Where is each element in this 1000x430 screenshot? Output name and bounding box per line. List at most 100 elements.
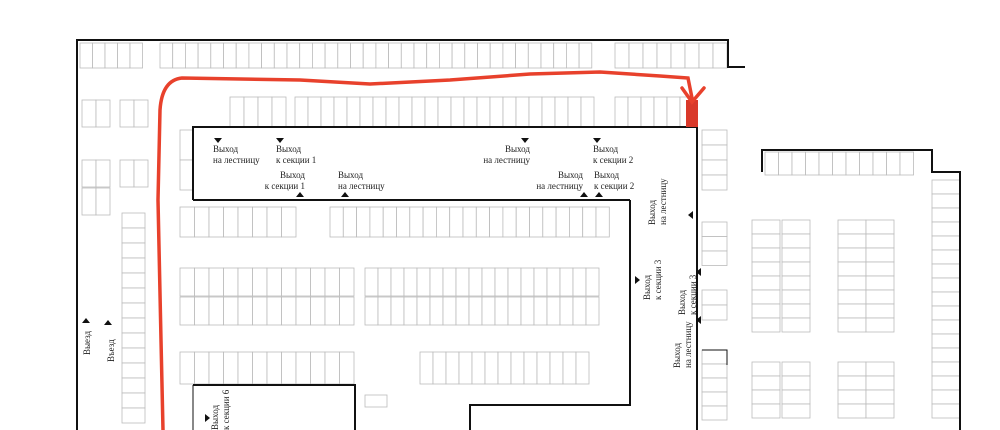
parking-stall[interactable] [701,159,728,176]
parking-stall[interactable] [390,296,405,326]
parking-stall[interactable] [252,296,268,326]
parking-stall[interactable] [818,151,833,176]
parking-stall[interactable] [385,96,400,128]
parking-stall[interactable] [554,96,569,128]
parking-stall[interactable] [257,96,273,128]
parking-stall[interactable] [194,267,210,297]
parking-stall[interactable] [656,42,672,69]
parking-stall[interactable] [442,267,457,297]
parking-stall[interactable] [751,247,781,263]
parking-stall[interactable] [79,42,93,69]
parking-stall[interactable] [931,319,961,335]
parking-stall[interactable] [653,96,668,128]
parking-stall[interactable] [541,96,556,128]
parking-stall[interactable] [542,206,557,238]
parking-stall[interactable] [121,407,146,424]
parking-stall[interactable] [121,302,146,319]
parking-stall[interactable] [553,42,567,69]
parking-stall[interactable] [751,375,781,391]
parking-stall[interactable] [208,206,224,238]
parking-stall[interactable] [781,403,811,419]
parking-stall[interactable] [931,361,961,377]
parking-stall[interactable] [701,304,728,321]
parking-stall[interactable] [104,42,118,69]
parking-stall[interactable] [701,377,728,393]
parking-stall[interactable] [701,363,728,379]
parking-stall[interactable] [133,99,149,128]
parking-stall[interactable] [223,42,237,69]
parking-stall[interactable] [497,351,512,385]
parking-stall[interactable] [865,219,895,235]
parking-stall[interactable] [837,403,867,419]
parking-stall[interactable] [208,351,224,385]
parking-stall[interactable] [248,42,262,69]
parking-stall[interactable] [388,42,402,69]
parking-stall[interactable] [572,267,587,297]
parking-stall[interactable] [435,206,451,238]
parking-stall[interactable] [119,99,135,128]
parking-stall[interactable] [121,317,146,334]
parking-stall[interactable] [575,351,590,385]
parking-stall[interactable] [865,261,895,277]
parking-stall[interactable] [865,361,895,377]
parking-stall[interactable] [194,206,210,238]
parking-stall[interactable] [342,206,357,238]
parking-stall[interactable] [666,96,681,128]
parking-stall[interactable] [337,42,351,69]
parking-stall[interactable] [411,96,426,128]
parking-stall[interactable] [95,99,111,128]
parking-stall[interactable] [324,296,340,326]
parking-stall[interactable] [701,174,728,191]
parking-stall[interactable] [208,296,224,326]
parking-stall[interactable] [223,267,239,297]
parking-stall[interactable] [471,351,486,385]
parking-stall[interactable] [931,291,961,307]
parking-stall[interactable] [398,96,413,128]
parking-stall[interactable] [781,233,811,249]
parking-stall[interactable] [507,296,522,326]
parking-stall[interactable] [252,267,268,297]
parking-stall[interactable] [515,42,529,69]
parking-stall[interactable] [764,151,779,176]
parking-stall[interactable] [339,351,355,385]
parking-stall[interactable] [931,207,961,223]
parking-stall[interactable] [451,42,466,69]
parking-stall[interactable] [455,267,470,297]
parking-stall[interactable] [462,206,477,238]
parking-stall[interactable] [294,96,309,128]
parking-stall[interactable] [311,42,326,69]
parking-stall[interactable] [533,267,548,297]
parking-stall[interactable] [424,96,439,128]
parking-stall[interactable] [931,263,961,279]
parking-stall[interactable] [494,267,509,297]
parking-stall[interactable] [628,42,644,69]
parking-stall[interactable] [121,332,146,349]
parking-stall[interactable] [409,206,424,238]
parking-stall[interactable] [781,361,811,377]
parking-stall[interactable] [837,389,867,405]
parking-stall[interactable] [419,351,434,385]
parking-stall[interactable] [931,375,961,391]
parking-stall[interactable] [377,267,392,297]
parking-stall[interactable] [295,351,311,385]
parking-stall[interactable] [416,296,431,326]
parking-stall[interactable] [237,206,253,238]
parking-stall[interactable] [931,333,961,349]
parking-stall[interactable] [701,289,728,306]
parking-stall[interactable] [931,403,961,419]
parking-stall[interactable] [580,96,595,128]
parking-stall[interactable] [837,289,867,305]
parking-stall[interactable] [400,42,415,69]
parking-stall[interactable] [578,42,593,69]
parking-stall[interactable] [377,296,392,326]
parking-stall[interactable] [382,206,397,238]
parking-stall[interactable] [781,303,811,319]
parking-stall[interactable] [295,296,311,326]
parking-stall[interactable] [595,206,610,238]
parking-stall[interactable] [751,219,781,235]
parking-stall[interactable] [701,391,728,407]
parking-stall[interactable] [701,129,728,146]
parking-stall[interactable] [413,42,428,69]
parking-stall[interactable] [791,151,806,176]
parking-stall[interactable] [865,317,895,333]
